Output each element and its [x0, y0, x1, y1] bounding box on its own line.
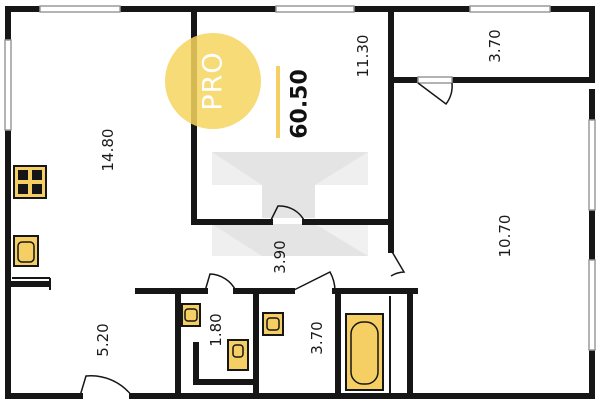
pro-badge-label: PRO: [198, 51, 229, 110]
walls: [5, 6, 595, 399]
total-area-accent-line: [276, 66, 280, 138]
doors: [79, 82, 453, 397]
kitchen-sink-icon: [13, 235, 39, 267]
thin-partitions: [12, 277, 391, 396]
pro-badge: PRO: [165, 33, 261, 129]
area-kitchen: 14.80: [99, 129, 117, 172]
total-area-value: 60.50: [288, 69, 313, 139]
area-bathroom: 3.70: [308, 321, 326, 354]
watermark-logo: [212, 152, 368, 256]
bathtub-icon: [345, 313, 384, 391]
bathroom-sink-icon: [262, 312, 284, 336]
area-entrance: 5.20: [94, 323, 112, 356]
windows: [4, 5, 596, 351]
area-balcony: 3.70: [486, 29, 504, 62]
area-bedroom-small: 11.30: [354, 35, 372, 78]
wc-sink-icon: [181, 303, 201, 327]
area-living-room: 10.70: [496, 215, 514, 258]
stove-icon: [13, 165, 47, 199]
area-hallway: 3.90: [271, 240, 289, 273]
area-wc: 1.80: [207, 313, 225, 346]
toilet-icon: [227, 339, 249, 371]
